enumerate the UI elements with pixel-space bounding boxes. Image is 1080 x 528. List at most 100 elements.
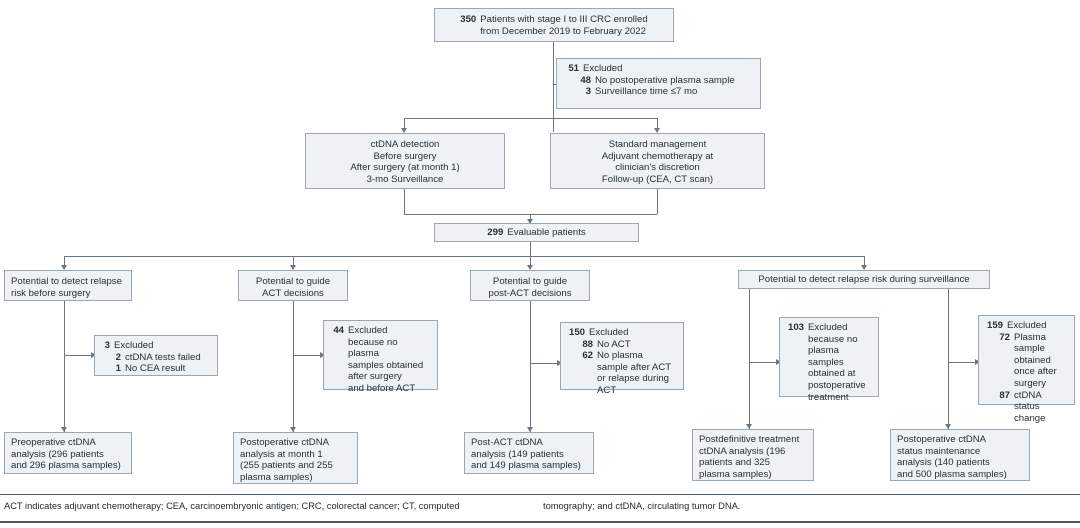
- excl-5-label: Excluded: [1007, 320, 1047, 331]
- branch-1-line-2: risk before surgery: [11, 287, 91, 299]
- excl-status-maintenance: 159 Excluded 72 Plasma sample obtained o…: [978, 315, 1075, 424]
- excl-1-item-count: 1: [115, 363, 121, 375]
- excl-1-item-label: ctDNA tests failed: [125, 351, 201, 363]
- outcome-1-line: Preoperative ctDNA: [11, 437, 96, 448]
- outcome-2-line: Postoperative ctDNA: [240, 437, 330, 448]
- excl-1-item: 2 ctDNA tests failed: [113, 352, 211, 364]
- excl-post-act: 150 Excluded 88 No ACT 62 No plasma samp…: [560, 322, 684, 396]
- excl-1-item-count: 2: [115, 351, 121, 363]
- excl-5-item: 87 ctDNA status change: [996, 390, 1068, 425]
- arm-standard-line: Follow-up (CEA, CT scan): [601, 173, 714, 185]
- excl-2-header: 44 Excluded: [330, 325, 431, 337]
- evaluable-count: 299: [487, 227, 504, 238]
- excl-2-count: 44: [333, 325, 344, 336]
- excluded-top-header: 51 Excluded: [563, 63, 754, 75]
- excl-3-item: 88 No ACT: [579, 339, 677, 351]
- excl-3-item-label: No plasma sample after ACT or relapse du…: [597, 350, 671, 396]
- excl-5-item-label: Plasma sample obtained once after surger…: [1014, 331, 1057, 389]
- branch-2-line-1: Potential to guide: [255, 276, 331, 287]
- footnote-bottom-rule: [0, 521, 1080, 523]
- arrow-to-evaluable: [526, 219, 533, 224]
- arrow-b3-excl: [557, 359, 562, 366]
- excl-presurgery: 3 Excluded 2 ctDNA tests failed 1 No CEA…: [94, 335, 218, 376]
- arm-ctdna-title: ctDNA detection: [370, 139, 440, 150]
- excl-2-reason: samples obtained: [348, 359, 424, 371]
- connector-b4b-to-excl: [948, 362, 975, 363]
- connector-branch2-down: [293, 256, 294, 269]
- excl-3-item: 62 No plasma sample after ACT or relapse…: [579, 350, 677, 396]
- excluded-top-count: 51: [568, 63, 579, 74]
- arrow-b3-outcome: [526, 427, 533, 432]
- branch-act-decisions[interactable]: Potential to guide ACT decisions: [238, 270, 348, 301]
- arm-standard-management-box: Standard management Adjuvant chemotherap…: [550, 133, 765, 189]
- excl-3-item-count: 88: [582, 338, 593, 350]
- excl-1-item-label: No CEA result: [125, 363, 186, 375]
- excluded-top-item-label: No postoperative plasma sample: [595, 74, 735, 86]
- excl-4-reason: obtained at: [808, 368, 856, 380]
- connector-arm1-to-merge: [404, 189, 405, 214]
- excl-3-label: Excluded: [589, 327, 629, 338]
- outcome-1-line: and 296 plasma samples): [11, 460, 121, 472]
- outcome-post-act: Post-ACT ctDNA analysis (149 patients an…: [464, 432, 594, 474]
- excl-1-item: 1 No CEA result: [113, 363, 211, 375]
- footnote-part-1: ACT indicates adjuvant chemotherapy; CEA…: [4, 501, 460, 511]
- excl-2-reason: because no plasma: [348, 336, 398, 360]
- enrollment-box: 350 Patients with stage I to III CRC enr…: [434, 8, 674, 42]
- arrow-b4a-excl: [776, 358, 781, 365]
- excl-postdefinitive: 103 Excluded because no plasma samples o…: [779, 317, 879, 403]
- branch-2-line-2: ACT decisions: [262, 287, 324, 299]
- outcome-3-line: Post-ACT ctDNA: [471, 437, 543, 448]
- arrow-arm-standard: [653, 128, 660, 133]
- arm-ctdna-line: 3-mo Surveillance: [366, 173, 444, 185]
- arrow-branch-3: [526, 265, 533, 270]
- evaluable-label: Evaluable patients: [507, 227, 586, 238]
- branch-post-act-decisions[interactable]: Potential to guide post-ACT decisions: [470, 270, 590, 301]
- excl-2-label: Excluded: [348, 325, 388, 336]
- outcome-4-line: patients and 325: [699, 457, 770, 469]
- excl-3-item-label: No ACT: [597, 338, 631, 350]
- excluded-top-item: 3 Surveillance time ≤7 mo: [575, 86, 754, 98]
- connector-enroll-down: [553, 42, 554, 132]
- outcome-4-line: Postdefinitive treatment: [699, 434, 800, 445]
- connector-branch1-down: [64, 256, 65, 269]
- excl-5-item-count: 87: [999, 389, 1010, 401]
- excluded-top-item-label: Surveillance time ≤7 mo: [595, 86, 698, 98]
- connector-b2-down: [293, 301, 294, 432]
- excl-4-label: Excluded: [808, 322, 848, 333]
- outcome-3-line: analysis (149 patients: [471, 448, 564, 460]
- connector-b3-down: [530, 301, 531, 432]
- outcome-postdefinitive: Postdefinitive treatment ctDNA analysis …: [692, 429, 814, 481]
- arrow-b4b-excl: [975, 358, 980, 365]
- arrow-b2-excl: [320, 351, 325, 358]
- footnote-top-rule: [0, 494, 1080, 495]
- excluded-top-box: 51 Excluded 48 No postoperative plasma s…: [556, 58, 761, 109]
- enrollment-text-1: Patients with stage I to III CRC enrolle…: [480, 14, 648, 25]
- excl-5-item-count: 72: [999, 331, 1010, 343]
- arm-standard-line: clinician's discretion: [615, 162, 700, 174]
- excl-4-reason: postoperative: [808, 379, 866, 391]
- arrow-b4a-outcome: [745, 424, 752, 429]
- arm-ctdna-line: After surgery (at month 1): [350, 162, 460, 174]
- outcome-2-line: analysis at month 1: [240, 448, 323, 460]
- branch-relapse-presurgery[interactable]: Potential to detect relapse risk before …: [4, 270, 132, 301]
- excl-4-reason: because no: [808, 333, 858, 345]
- excluded-top-item-count: 3: [585, 86, 591, 98]
- branch-3-line-1: Potential to guide: [492, 276, 568, 287]
- excl-act: 44 Excluded because no plasma samples ob…: [323, 320, 438, 394]
- outcome-5-line: analysis (140 patients: [897, 457, 990, 469]
- arrow-b4b-outcome: [944, 424, 951, 429]
- evaluable-patients-box: 299 Evaluable patients: [434, 223, 639, 242]
- connector-b4a-down: [749, 289, 750, 429]
- arm-ctdna-line: Before surgery: [373, 150, 437, 162]
- excl-5-count: 159: [986, 320, 1003, 331]
- arm-standard-line: Adjuvant chemotherapy at: [601, 150, 714, 162]
- arm-standard-title: Standard management: [608, 139, 707, 150]
- connector-b1-down: [64, 301, 65, 432]
- branch-3-line-2: post-ACT decisions: [488, 287, 572, 299]
- connector-arm1-down: [404, 118, 405, 132]
- excl-4-header: 103 Excluded: [786, 322, 872, 334]
- outcome-3-line: and 149 plasma samples): [471, 460, 581, 472]
- excl-1-count: 3: [104, 340, 110, 351]
- branch-surveillance[interactable]: Potential to detect relapse risk during …: [738, 270, 990, 289]
- excl-1-label: Excluded: [114, 340, 154, 351]
